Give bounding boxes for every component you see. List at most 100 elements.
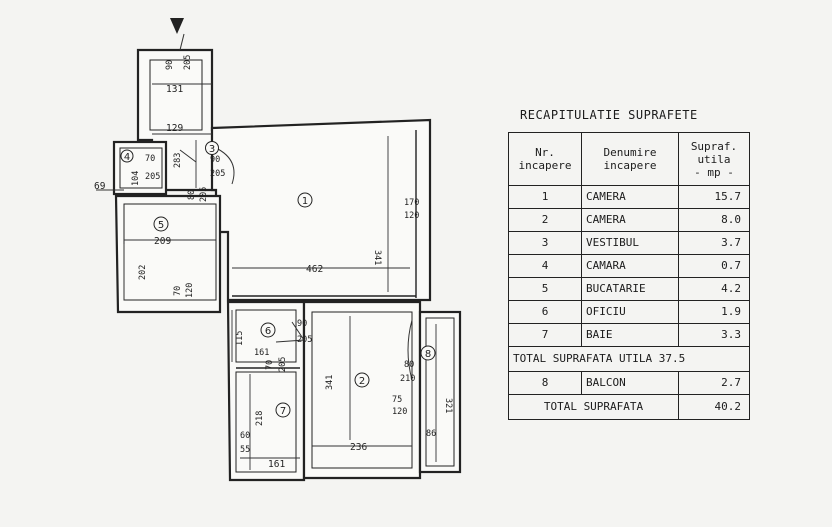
summary-table: Nr. incapere Denumire incapere Supraf. u… — [508, 132, 750, 420]
room-5-number: 5 — [153, 216, 169, 232]
row-area: 15.7 — [678, 185, 750, 209]
row-area: 8.0 — [678, 208, 750, 232]
room-2-walls — [302, 300, 422, 480]
svg-text:2: 2 — [359, 376, 365, 387]
balcony-nr: 8 — [508, 371, 582, 395]
dim-205-r4: 205 — [145, 172, 160, 182]
dim-115: 115 — [235, 331, 245, 346]
dim-202: 202 — [138, 265, 148, 280]
rooms-6-7-walls — [226, 300, 306, 482]
dim-55: 55 — [240, 445, 250, 455]
dim-170: 170 — [404, 198, 419, 208]
dim-86: 86 — [426, 429, 436, 439]
summary-title: RECAPITULATIE SUPRAFETE — [520, 108, 698, 122]
table-row: 6 OFICIU 1.9 — [508, 300, 750, 324]
dim-90-r1: 90 — [210, 155, 220, 165]
row-name: CAMERA — [581, 185, 679, 209]
room-2-number: 2 — [354, 372, 370, 388]
dim-161-r6: 161 — [254, 348, 269, 358]
row-area: 1.9 — [678, 300, 750, 324]
row-name: OFICIU — [581, 300, 679, 324]
dim-341-r1: 341 — [372, 250, 382, 265]
dim-205-r7: 205 — [278, 357, 288, 372]
row-nr: 5 — [508, 277, 582, 301]
room-8-number: 8 — [420, 345, 436, 361]
entrance-arrow-icon — [170, 18, 184, 34]
balcony-walls — [418, 310, 462, 474]
total-value: 40.2 — [678, 394, 750, 420]
row-nr: 2 — [508, 208, 582, 232]
balcony-row: 8 BALCON 2.7 — [508, 371, 750, 395]
dim-70-r7: 70 — [265, 360, 275, 370]
row-name: CAMERA — [581, 208, 679, 232]
dim-80-r3: 80 — [187, 190, 197, 200]
dim-205-r6: 205 — [297, 335, 312, 345]
table-row: 2 CAMERA 8.0 — [508, 208, 750, 232]
table-row: 5 BUCATARIE 4.2 — [508, 277, 750, 301]
dim-161-r7: 161 — [268, 459, 285, 470]
dim-321: 321 — [443, 398, 453, 413]
room-3-number: 3 — [205, 141, 219, 155]
dim-129: 129 — [166, 123, 183, 134]
svg-text:1: 1 — [302, 196, 308, 207]
room-1-walls — [210, 118, 432, 302]
dim-283: 283 — [173, 153, 183, 168]
table-row: 4 CAMARA 0.7 — [508, 254, 750, 278]
dim-60: 60 — [240, 431, 250, 441]
balcony-area: 2.7 — [678, 371, 750, 395]
row-nr: 6 — [508, 300, 582, 324]
dim-131: 131 — [166, 84, 183, 95]
room-6-number: 6 — [260, 322, 276, 338]
header-room-no: Nr. incapere — [508, 132, 582, 186]
dim-341-r2: 341 — [325, 375, 335, 390]
row-name: BUCATARIE — [581, 277, 679, 301]
total-util: TOTAL SUPRAFATA UTILA 37.5 — [508, 346, 750, 372]
dim-120-r5: 120 — [185, 283, 195, 298]
dim-75: 75 — [392, 395, 402, 405]
dim-69: 69 — [94, 181, 106, 192]
dim-90-r6: 90 — [297, 319, 307, 329]
row-name: BAIE — [581, 323, 679, 347]
header-area: Supraf. utila - mp - — [678, 132, 750, 186]
svg-text:5: 5 — [158, 220, 164, 231]
svg-text:4: 4 — [124, 152, 130, 163]
dim-236: 236 — [350, 442, 367, 453]
table-row: 3 VESTIBUL 3.7 — [508, 231, 750, 255]
dim-209: 209 — [154, 236, 171, 247]
row-name: CAMARA — [581, 254, 679, 278]
room-7-number: 7 — [275, 402, 291, 418]
table-row: 7 BAIE 3.3 — [508, 323, 750, 347]
balcony-name: BALCON — [581, 371, 679, 395]
row-nr: 3 — [508, 231, 582, 255]
dim-90-top: 90 — [165, 60, 175, 70]
summary-header-row: Nr. incapere Denumire incapere Supraf. u… — [508, 132, 750, 186]
dim-205-top: 205 — [183, 55, 193, 70]
dim-205-r3: 205 — [199, 187, 209, 202]
row-area: 3.3 — [678, 323, 750, 347]
row-nr: 1 — [508, 185, 582, 209]
dim-210: 210 — [400, 374, 415, 384]
dim-80-r8: 80 — [404, 360, 414, 370]
total-row: TOTAL SUPRAFATA 40.2 — [508, 394, 750, 420]
row-name: VESTIBUL — [581, 231, 679, 255]
row-nr: 4 — [508, 254, 582, 278]
table-row: 1 CAMERA 15.7 — [508, 185, 750, 209]
svg-text:8: 8 — [425, 349, 431, 360]
row-area: 0.7 — [678, 254, 750, 278]
row-nr: 7 — [508, 323, 582, 347]
dim-70-r5: 70 — [173, 286, 183, 296]
dim-120-r2: 120 — [392, 407, 407, 417]
room-1-number: 1 — [297, 192, 313, 208]
dim-462: 462 — [306, 264, 323, 275]
dim-205-r1: 205 — [210, 169, 225, 179]
room-4-number: 4 — [120, 149, 134, 163]
total-util-row: TOTAL SUPRAFATA UTILA 37.5 — [508, 346, 750, 372]
dim-104: 104 — [131, 171, 141, 186]
svg-text:6: 6 — [265, 326, 271, 337]
dim-120-r1: 120 — [404, 211, 419, 221]
row-area: 4.2 — [678, 277, 750, 301]
svg-text:7: 7 — [280, 406, 286, 417]
total-label: TOTAL SUPRAFATA — [508, 394, 679, 420]
header-room-name: Denumire incapere — [581, 132, 679, 186]
